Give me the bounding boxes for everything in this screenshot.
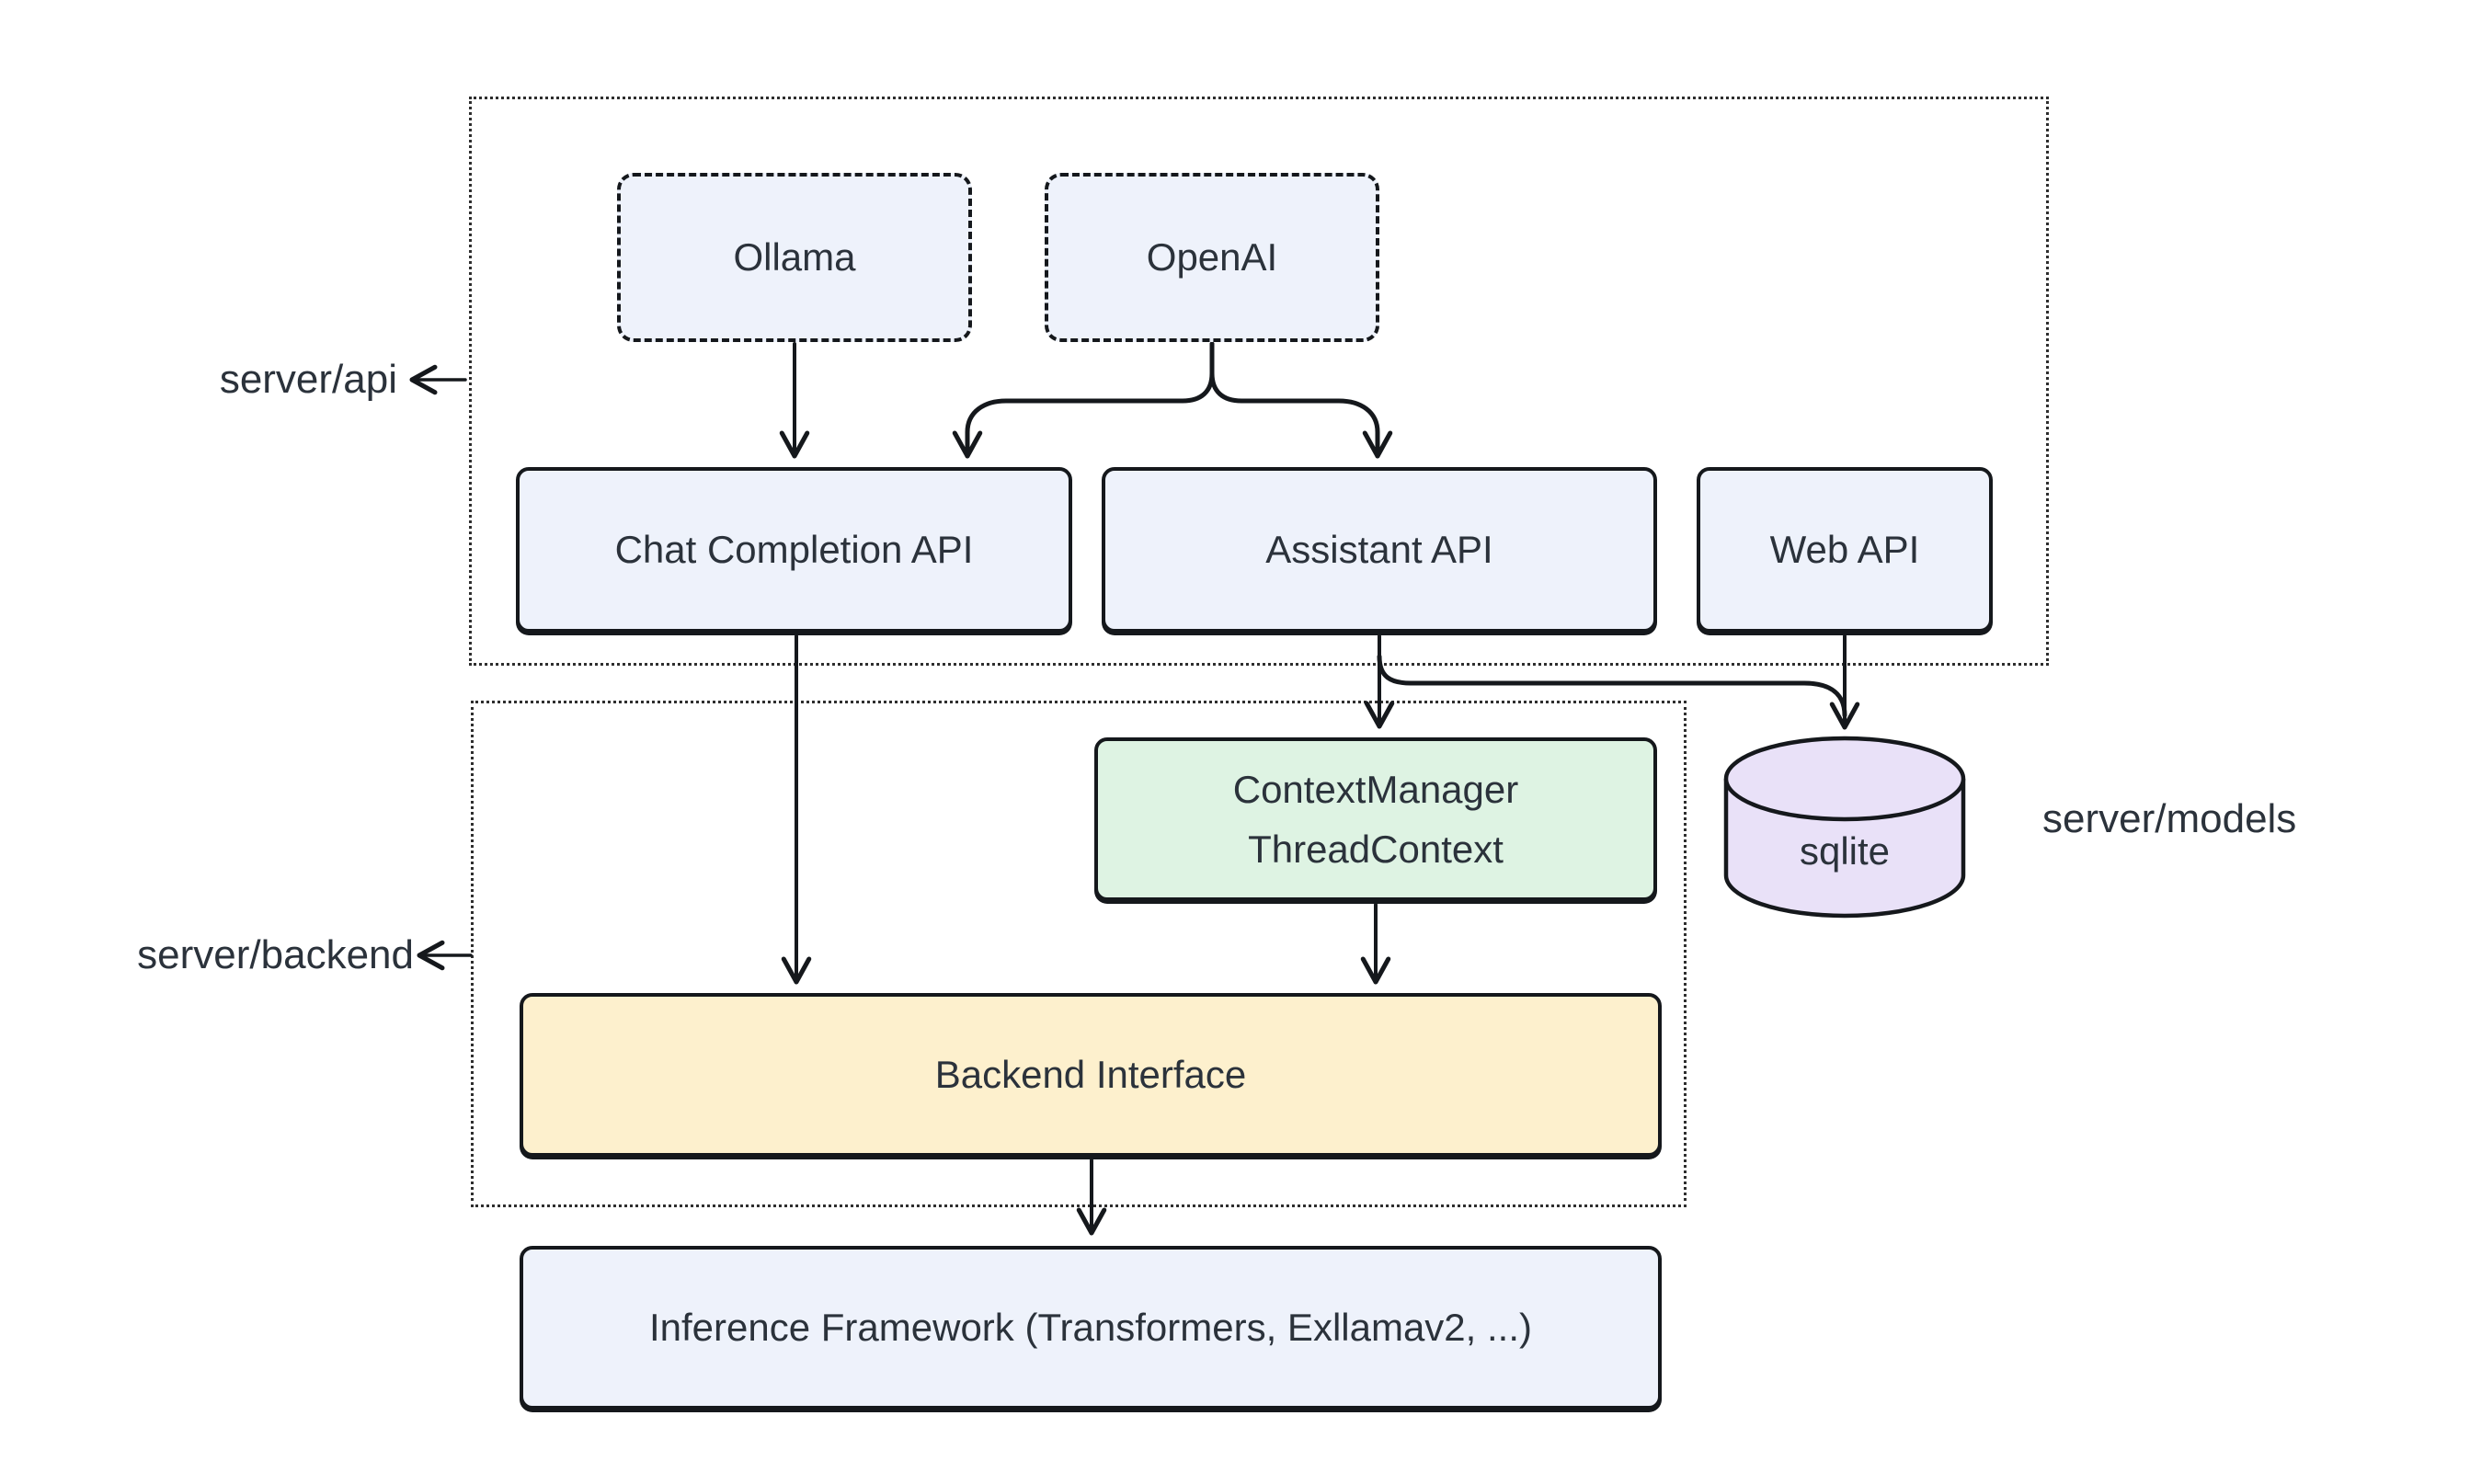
backend-interface-label: Backend Interface [934, 1052, 1247, 1096]
server-backend-label: server/backend [137, 932, 414, 977]
server-models-label: server/models [2042, 796, 2297, 841]
node-inference-framework: Inference Framework (Transformers, Exlla… [520, 1246, 1662, 1410]
sqlite-cylinder-body [1723, 779, 1966, 919]
node-backend-interface: Backend Interface [520, 993, 1662, 1157]
node-context-manager: ContextManager ThreadContext [1094, 737, 1657, 901]
container-server-api [469, 97, 2049, 666]
ollama-label: Ollama [733, 234, 856, 279]
sqlite-cylinder-top [1723, 736, 1966, 822]
context-manager-label-line1: ContextManager [1232, 767, 1519, 811]
chat-completion-api-label: Chat Completion API [614, 527, 974, 571]
node-web-api: Web API [1697, 467, 1993, 633]
context-manager-label-line2: ThreadContext [1248, 828, 1504, 871]
node-assistant-api: Assistant API [1102, 467, 1657, 633]
assistant-api-label: Assistant API [1265, 527, 1493, 571]
node-chat-completion-api: Chat Completion API [516, 467, 1072, 633]
node-ollama: Ollama [617, 173, 972, 342]
sqlite-label: sqlite [1800, 829, 1890, 873]
inference-framework-label: Inference Framework (Transformers, Exlla… [648, 1305, 1532, 1349]
server-api-label: server/api [219, 357, 397, 402]
node-sqlite: sqlite [1723, 736, 1966, 919]
openai-label: OpenAI [1146, 234, 1278, 279]
web-api-label: Web API [1769, 527, 1920, 571]
node-openai: OpenAI [1045, 173, 1379, 342]
